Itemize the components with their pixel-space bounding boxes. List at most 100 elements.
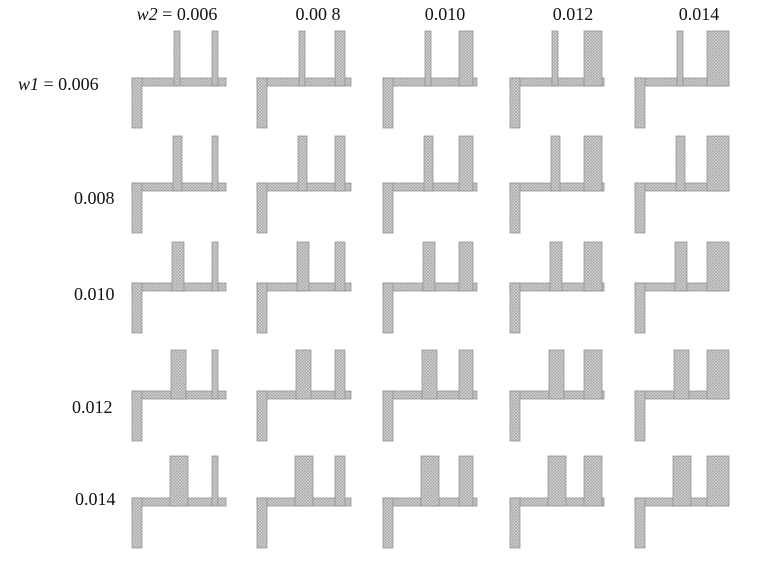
mesh-prong [424,30,432,87]
mesh-shape-r1-c4 [634,135,730,234]
mesh-shape-r0-c1 [256,30,352,129]
mesh-shape-r3-c3 [509,349,605,442]
w2-symbol: w2 [136,4,158,24]
mesh-prong [675,135,686,192]
mesh-shape-r2-c0 [131,241,227,334]
mesh-prong [458,241,474,292]
mesh-shape-r3-c2 [382,349,478,442]
column-header-w2-3: 0.012 [552,4,594,24]
mesh-prong [171,241,185,292]
mesh-stem [256,390,268,442]
mesh-prong [458,135,474,192]
mesh-prong [421,349,438,400]
mesh-prong [334,241,346,292]
mesh-stem [634,390,646,442]
mesh-stem [382,390,394,442]
mesh-prong [676,30,684,87]
mesh-prong [334,135,346,192]
mesh-stem [509,282,521,334]
mesh-shape-r0-c2 [382,30,478,129]
mesh-prong [172,135,183,192]
mesh-stem [382,497,394,549]
mesh-prong [583,30,603,87]
mesh-prong [294,455,314,507]
mesh-prong [706,455,730,507]
mesh-stem [131,182,143,234]
column-header-w2-0: w2 = 0.006 [137,4,218,25]
mesh-prong [298,30,306,87]
mesh-shape-r4-c3 [509,455,605,549]
mesh-prong [672,455,692,507]
mesh-prong [549,241,563,292]
mesh-shape-r1-c0 [131,135,227,234]
mesh-shape-r3-c4 [634,349,730,442]
mesh-prong [211,135,219,192]
mesh-prong [211,241,219,292]
mesh-prong [334,30,346,87]
mesh-prong [550,135,561,192]
mesh-prong [211,30,219,87]
mesh-prong [173,30,181,87]
mesh-shape-r1-c2 [382,135,478,234]
mesh-stem [509,77,521,129]
mesh-prong [169,455,189,507]
mesh-prong [548,349,565,400]
row-header-w1-3: 0.012 [72,397,113,417]
column-header-w2-4: 0.014 [678,4,720,24]
mesh-prong [334,349,346,400]
mesh-prong [706,30,730,87]
mesh-stem [256,497,268,549]
mesh-prong [420,455,440,507]
mesh-stem [382,282,394,334]
mesh-shape-r2-c4 [634,241,730,334]
mesh-shape-r2-c3 [509,241,605,334]
mesh-stem [256,282,268,334]
mesh-prong [551,30,559,87]
w1-value-0: 0.006 [58,74,99,94]
mesh-prong [706,135,730,192]
mesh-prong [211,455,219,507]
mesh-stem [256,77,268,129]
row-header-w1-0: w1 = 0.006 [18,74,99,95]
mesh-shape-r0-c4 [634,30,730,129]
mesh-prong [170,349,187,400]
mesh-prong [423,135,434,192]
equals-sign: = [39,74,59,94]
mesh-prong [296,241,310,292]
mesh-shape-r3-c0 [131,349,227,442]
mesh-stem [509,390,521,442]
mesh-prong [673,349,690,400]
mesh-stem [131,497,143,549]
mesh-stem [382,182,394,234]
w2-value-0: 0.006 [176,4,218,24]
mesh-stem [131,390,143,442]
column-header-w2-1: 0.00 8 [295,4,341,24]
mesh-prong [458,455,474,507]
mesh-prong [458,30,474,87]
mesh-prong [334,455,346,507]
mesh-shape-r4-c4 [634,455,730,549]
mesh-prong [706,349,730,400]
mesh-prong [297,135,308,192]
mesh-prong [458,349,474,400]
mesh-stem [634,282,646,334]
mesh-stem [634,182,646,234]
mesh-shape-r1-c3 [509,135,605,234]
mesh-shape-r0-c0 [131,30,227,129]
w1-symbol: w1 [18,74,40,94]
mesh-shape-r4-c1 [256,455,352,549]
mesh-stem [382,77,394,129]
mesh-stem [634,497,646,549]
mesh-prong [422,241,436,292]
mesh-shape-r4-c2 [382,455,478,549]
mesh-prong [674,241,688,292]
row-header-w1-4: 0.014 [75,489,116,509]
mesh-prong [583,241,603,292]
mesh-prong [706,241,730,292]
mesh-prong [211,349,219,400]
mesh-stem [509,182,521,234]
mesh-stem [131,77,143,129]
equals-sign: = [157,4,177,24]
mesh-prong [295,349,312,400]
row-header-w1-1: 0.008 [74,188,115,208]
